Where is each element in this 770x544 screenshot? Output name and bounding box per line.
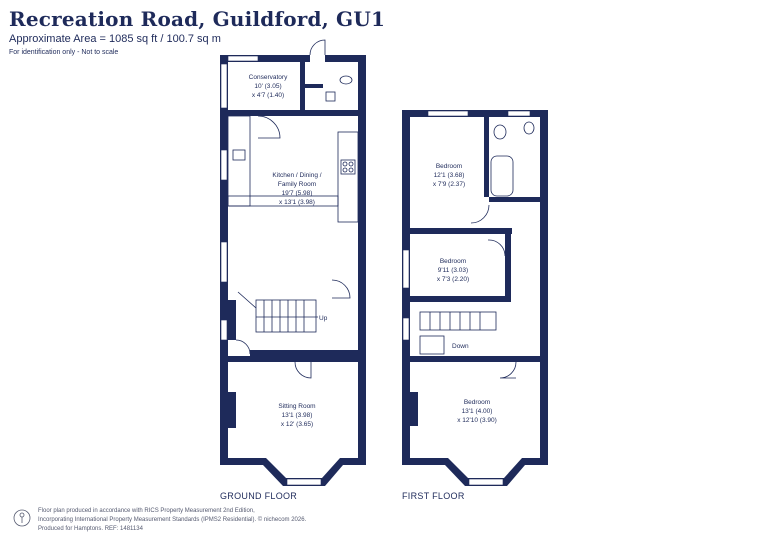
kitchen-units-left — [227, 115, 251, 207]
ground-floor-label: GROUND FLOOR — [220, 491, 298, 501]
bedroom3-name: Bedroom — [464, 399, 490, 406]
wc-basin-icon — [325, 91, 336, 102]
wc-partition-top — [305, 84, 323, 88]
stairs-down-label: Down — [452, 343, 469, 350]
bedroom2-dim1: 9'11 (3.03) — [438, 267, 468, 274]
plan-title: Recreation Road, Guildford, GU1 — [9, 7, 386, 31]
kitchen-door — [257, 115, 281, 139]
bathroom-toilet-icon — [523, 121, 535, 135]
nichecom-logo-icon — [13, 509, 31, 527]
identification-note: For identification only - Not to scale — [9, 49, 119, 56]
first-bay-wall — [402, 458, 548, 486]
back-door — [309, 39, 326, 56]
first-stairs — [419, 311, 497, 355]
sitting-name: Sitting Room — [278, 403, 315, 410]
bathroom-bottom-wall — [489, 197, 540, 202]
bedroom2-window — [402, 249, 410, 289]
bedroom2-door — [487, 239, 506, 257]
bedroom3-dim1: 13'1 (4.00) — [462, 408, 493, 415]
bathroom-door — [470, 204, 490, 224]
bedroom1-window — [427, 110, 469, 117]
sink-icon — [232, 149, 246, 161]
kitchen-dim2: x 13'1 (3.98) — [279, 199, 315, 206]
stair-landing-wall — [250, 350, 358, 356]
bedroom1-dim1: 12'1 (3.68) — [434, 172, 465, 179]
first-chimney-breast — [410, 392, 418, 426]
first-floor-label: FIRST FLOOR — [402, 491, 465, 501]
hall-door — [331, 279, 351, 299]
footer-disclaimer: Floor plan produced in accordance with R… — [38, 507, 306, 534]
bath-icon — [490, 155, 514, 197]
room-labels: Conservatory 10' (3.05) x 4'7 (1.40) Kit… — [249, 74, 497, 428]
landing-window — [402, 317, 410, 341]
first-right-wall — [540, 110, 548, 465]
bedroom3-dim2: x 12'10 (3.90) — [457, 417, 497, 424]
ground-top-wall — [220, 55, 310, 62]
kitchen-window — [220, 149, 228, 181]
sitting-dim1: 13'1 (3.98) — [282, 412, 313, 419]
ground-stairs — [237, 291, 318, 333]
bedroom-partition — [410, 228, 512, 234]
wc-toilet-icon — [339, 75, 353, 85]
wc-partition — [300, 62, 305, 110]
ground-right-wall — [358, 55, 366, 465]
bathroom-window — [507, 110, 531, 117]
ground-floor-plan — [220, 39, 366, 486]
first-top-wall — [402, 110, 548, 117]
front-door — [235, 339, 251, 355]
bathroom-basin-icon — [493, 124, 507, 140]
bedroom2-right-wall — [505, 234, 511, 300]
kitchen-dim1: 19'7 (5.98) — [282, 190, 313, 197]
conservatory-partition — [228, 110, 358, 116]
conservatory-top-window — [227, 55, 259, 62]
bathroom-partition — [484, 117, 489, 197]
first-floor-plan — [402, 110, 548, 486]
bedroom2-bottom-wall — [410, 296, 511, 302]
bedroom2-name: Bedroom — [440, 258, 466, 265]
footer-line-1: Floor plan produced in accordance with R… — [38, 508, 255, 514]
stairs-up-label: Up — [319, 315, 328, 322]
sitting-top-wall — [228, 356, 358, 362]
sitting-dim2: x 12' (3.65) — [281, 421, 313, 428]
ground-bay-wall — [220, 458, 366, 486]
chimney-breast — [228, 392, 236, 428]
conservatory-window — [220, 63, 228, 109]
conservatory-dim2: x 4'7 (1.40) — [252, 92, 284, 99]
conservatory-name: Conservatory — [249, 74, 288, 81]
approximate-area: Approximate Area = 1085 sq ft / 100.7 sq… — [9, 33, 221, 45]
kitchen-name2: Family Room — [278, 181, 316, 188]
bedroom1-name: Bedroom — [436, 163, 462, 170]
footer-line-3: Produced for Hamptons. REF: 1481134 — [38, 526, 143, 532]
footer-line-2: Incorporating International Property Mea… — [38, 517, 307, 523]
kitchen-window-lower — [220, 241, 228, 283]
hob-icon — [340, 159, 356, 175]
kitchen-units-right — [337, 131, 359, 223]
bedroom3-door — [499, 361, 517, 379]
sitting-door — [294, 361, 312, 379]
bedroom1-dim2: x 7'9 (2.37) — [433, 181, 465, 188]
bedroom2-dim2: x 7'3 (2.20) — [437, 276, 469, 283]
ground-top-wall-right — [325, 55, 366, 62]
kitchen-name1: Kitchen / Dining / — [272, 172, 321, 179]
hall-wall — [228, 300, 236, 340]
ground-bay-window — [286, 478, 322, 486]
landing-bottom-wall — [410, 356, 540, 362]
hall-window — [220, 319, 228, 341]
conservatory-dim1: 10' (3.05) — [254, 83, 281, 90]
first-bay-window — [468, 478, 504, 486]
